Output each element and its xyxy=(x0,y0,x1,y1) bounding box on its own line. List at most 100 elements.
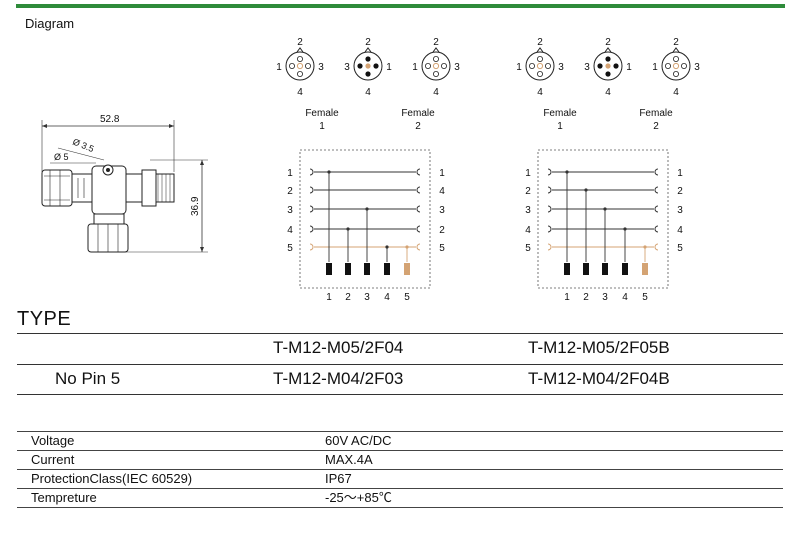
socket-right-symbol xyxy=(654,205,659,213)
type-heading: TYPE xyxy=(17,308,72,330)
right-pin-label: 4 xyxy=(439,186,445,197)
junction-dot xyxy=(385,245,389,249)
spec-table: Voltage 60V AC/DC Current MAX.4A Protect… xyxy=(17,431,783,508)
pin-number-label: 3 xyxy=(558,62,564,73)
female2-label: 2 xyxy=(415,121,421,132)
height-dimension: 36.9 xyxy=(190,196,201,216)
pin-number-label: 3 xyxy=(344,62,350,73)
type-label-row2: No Pin 5 xyxy=(55,369,121,388)
right-pin-label: 1 xyxy=(677,168,683,179)
pin-socket xyxy=(305,63,312,70)
female1-label: 1 xyxy=(557,121,563,132)
type-rule-bottom xyxy=(17,394,783,395)
right-pin-label: 1 xyxy=(439,168,445,179)
right-pin-label: 5 xyxy=(439,243,445,254)
pin-socket xyxy=(424,63,431,70)
key-notch xyxy=(536,47,544,53)
bottom-pin-label: 4 xyxy=(622,292,628,303)
pin-socket xyxy=(680,63,687,70)
pin-number-label: 4 xyxy=(365,87,371,98)
left-pin-label: 1 xyxy=(287,168,293,179)
left-pin-label: 2 xyxy=(525,186,531,197)
spec-name: Current xyxy=(17,450,325,470)
pin-number-label: 1 xyxy=(386,62,392,73)
type-model-a-row2: T-M12-M04/2F03 xyxy=(273,369,404,388)
female1-label: Female xyxy=(305,108,339,119)
socket-left-symbol xyxy=(547,186,552,194)
socket-left-symbol xyxy=(547,243,552,251)
spec-value: -25～+85℃ xyxy=(325,488,783,508)
pin-socket xyxy=(672,55,679,62)
socket-left-symbol xyxy=(309,243,314,251)
key-notch xyxy=(604,47,612,53)
type-model-b-row1: T-M12-M05/2F05B xyxy=(528,338,670,357)
left-pin-label: 5 xyxy=(525,243,531,254)
pin-number-label: 4 xyxy=(605,87,611,98)
diagram-title: Diagram xyxy=(25,16,75,31)
pin-number-label: 3 xyxy=(694,62,700,73)
socket-left-symbol xyxy=(309,205,314,213)
male-pin xyxy=(404,263,410,275)
junction-dot xyxy=(623,227,627,231)
pin-socket xyxy=(432,55,439,62)
pin-socket xyxy=(536,71,543,78)
left-pin-label: 3 xyxy=(525,205,531,216)
bottom-pin-label: 5 xyxy=(404,292,410,303)
pin-dot xyxy=(597,63,603,69)
dimension-drawing: 52.8 36.9 Ø 3.5 Ø 5 xyxy=(41,114,208,253)
male-pin xyxy=(564,263,570,275)
bottom-pin-label: 5 xyxy=(642,292,648,303)
bottom-pin-label: 2 xyxy=(345,292,351,303)
junction-dot xyxy=(346,227,350,231)
pin-number-label: 2 xyxy=(365,37,371,48)
spec-row: Tempreture -25～+85℃ xyxy=(17,488,783,508)
pin-socket xyxy=(528,63,535,70)
spec-value: 60V AC/DC xyxy=(325,431,783,451)
pin-dot xyxy=(365,71,371,77)
pin5-dot xyxy=(605,63,611,69)
right-pin-label: 3 xyxy=(677,205,683,216)
left-pin-label: 4 xyxy=(525,225,531,236)
female1-label: 1 xyxy=(319,121,325,132)
pin-dot xyxy=(357,63,363,69)
pin-socket xyxy=(288,63,295,70)
socket-left-symbol xyxy=(309,168,314,176)
male-pin xyxy=(326,263,332,275)
bottom-pin-label: 2 xyxy=(583,292,589,303)
socket-right-symbol xyxy=(654,168,659,176)
type-model-b-row2: T-M12-M04/2F04B xyxy=(528,369,670,388)
pin-number-label: 4 xyxy=(433,87,439,98)
pin-dot xyxy=(613,63,619,69)
right-pin-label: 5 xyxy=(677,243,683,254)
socket-left-symbol xyxy=(547,225,552,233)
pin5-socket xyxy=(536,62,544,70)
right-pin-label: 3 xyxy=(439,205,445,216)
pin-number-label: 2 xyxy=(605,37,611,48)
spec-name: ProtectionClass(IEC 60529) xyxy=(17,469,325,489)
key-notch xyxy=(364,47,372,53)
bottom-pin-label: 3 xyxy=(364,292,370,303)
pin-number-label: 4 xyxy=(537,87,543,98)
pin-dot xyxy=(365,56,371,62)
female1-label: Female xyxy=(543,108,577,119)
socket-right-symbol xyxy=(416,205,421,213)
pin-socket xyxy=(297,71,304,78)
pin-number-label: 1 xyxy=(626,62,632,73)
key-notch xyxy=(432,47,440,53)
pin-socket xyxy=(664,63,671,70)
pin-number-label: 3 xyxy=(454,62,460,73)
pin-number-label: 1 xyxy=(412,62,418,73)
female2-label: 2 xyxy=(653,121,659,132)
junction-dot xyxy=(405,245,409,249)
pin-number-label: 1 xyxy=(276,62,282,73)
length-dimension: 52.8 xyxy=(100,114,120,125)
socket-right-symbol xyxy=(654,243,659,251)
socket-right-symbol xyxy=(416,186,421,194)
pin-socket xyxy=(297,55,304,62)
right-pin-label: 2 xyxy=(439,225,445,236)
male-pin xyxy=(364,263,370,275)
diameter-large: Ø 3.5 xyxy=(71,137,95,155)
junction-dot xyxy=(365,207,369,211)
right-pin-label: 4 xyxy=(677,225,683,236)
